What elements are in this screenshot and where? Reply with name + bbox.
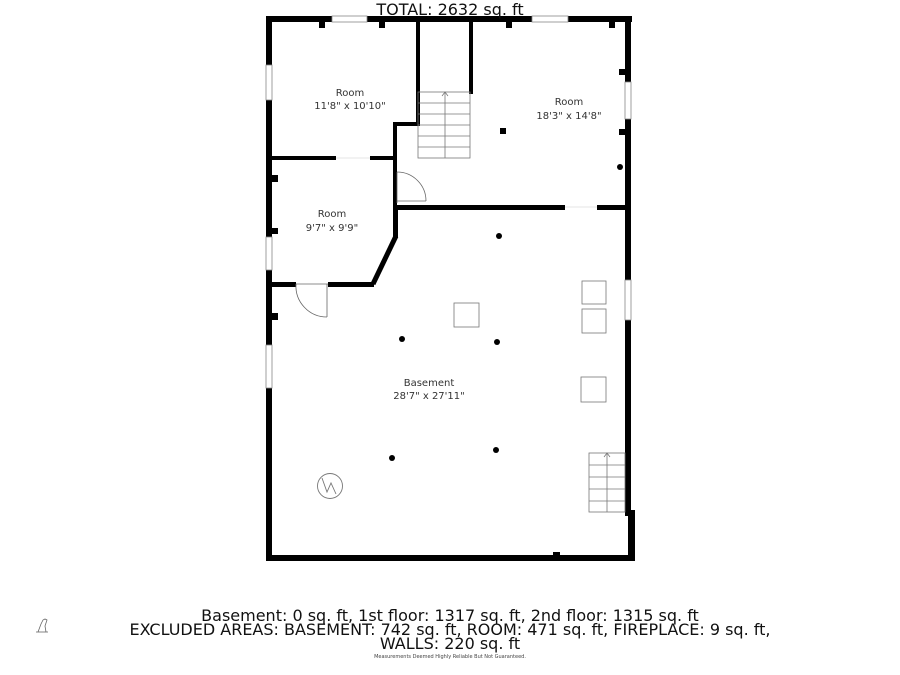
excluded-areas: EXCLUDED AREAS: BASEMENT: 742 sq. ft, RO… <box>129 620 771 639</box>
window-icon <box>265 15 632 389</box>
total-area: TOTAL: 2632 sq. ft <box>376 0 524 19</box>
room-name: Basement <box>404 378 455 389</box>
appliance-box-icon <box>453 280 607 403</box>
room-dimensions: 18'3" x 14'8" <box>536 111 601 122</box>
support-column-icon <box>272 22 625 556</box>
floor-breakdown: Basement: 0 sq. ft, 1st floor: 1317 sq. … <box>201 606 699 625</box>
room-dimensions: 9'7" x 9'9" <box>306 223 358 234</box>
room-labels: Room 11'8" x 10'10" Room 18'3" x 14'8" R… <box>306 88 602 402</box>
disclaimer: Measurements Deemed Highly Reliable But … <box>374 654 526 660</box>
room-name: Room <box>555 97 583 108</box>
stairs-icon <box>588 452 626 513</box>
interior-walls <box>272 16 627 287</box>
opening <box>336 157 597 208</box>
exterior-walls <box>266 16 635 561</box>
room-name: Room <box>318 209 346 220</box>
stairs-icon <box>417 91 471 159</box>
room-dimensions: 28'7" x 27'11" <box>393 391 465 402</box>
excluded-areas-walls: WALLS: 220 sq. ft <box>379 634 521 653</box>
room-name: Room <box>336 88 364 99</box>
support-column-icon <box>389 164 623 461</box>
angled-wall <box>370 234 399 286</box>
door-swing-icon <box>295 171 427 318</box>
dog-logo-icon <box>36 618 48 633</box>
room-dimensions: 11'8" x 10'10" <box>314 101 386 112</box>
water-heater-icon <box>317 473 343 499</box>
